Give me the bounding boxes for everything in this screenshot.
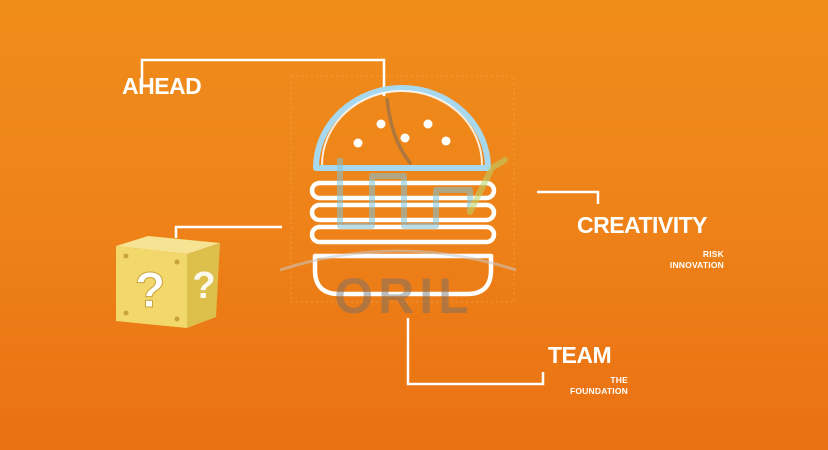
team-sub-foundation: FOUNDATION [569, 386, 628, 396]
question-block-icon: ? ? [116, 236, 220, 328]
top-bun [313, 85, 491, 171]
sesame-seed [400, 133, 410, 143]
bottom-bun [312, 253, 494, 297]
sesame-seed [376, 119, 386, 129]
creativity-label: CREATIVITY [577, 212, 708, 238]
sesame-seed [441, 136, 451, 146]
creativity-connector-line [537, 190, 600, 204]
creativity-sub-risk: RISK [702, 249, 724, 259]
ahead-label: AHEAD [122, 73, 202, 99]
creativity-sub-innovation: INNOVATION [669, 260, 724, 270]
lettuce-layer [309, 224, 497, 245]
watermark-text: ORIL [334, 268, 473, 324]
team-sub-the: THE [610, 375, 628, 385]
team-sublabels: THE FOUNDATION [570, 375, 628, 397]
creativity-sublabels: RISK INNOVATION [670, 249, 724, 271]
team-connector-line [406, 318, 545, 386]
ahead-connector-line [140, 58, 386, 96]
svg-text:?: ? [135, 262, 166, 318]
sesame-seed [353, 138, 363, 148]
selection-frame [290, 75, 515, 303]
team-label: TEAM [548, 342, 612, 368]
watermark-logo [279, 97, 517, 272]
svg-text:?: ? [192, 265, 215, 307]
sesame-seed [423, 119, 433, 129]
block-connector-line [174, 225, 282, 238]
